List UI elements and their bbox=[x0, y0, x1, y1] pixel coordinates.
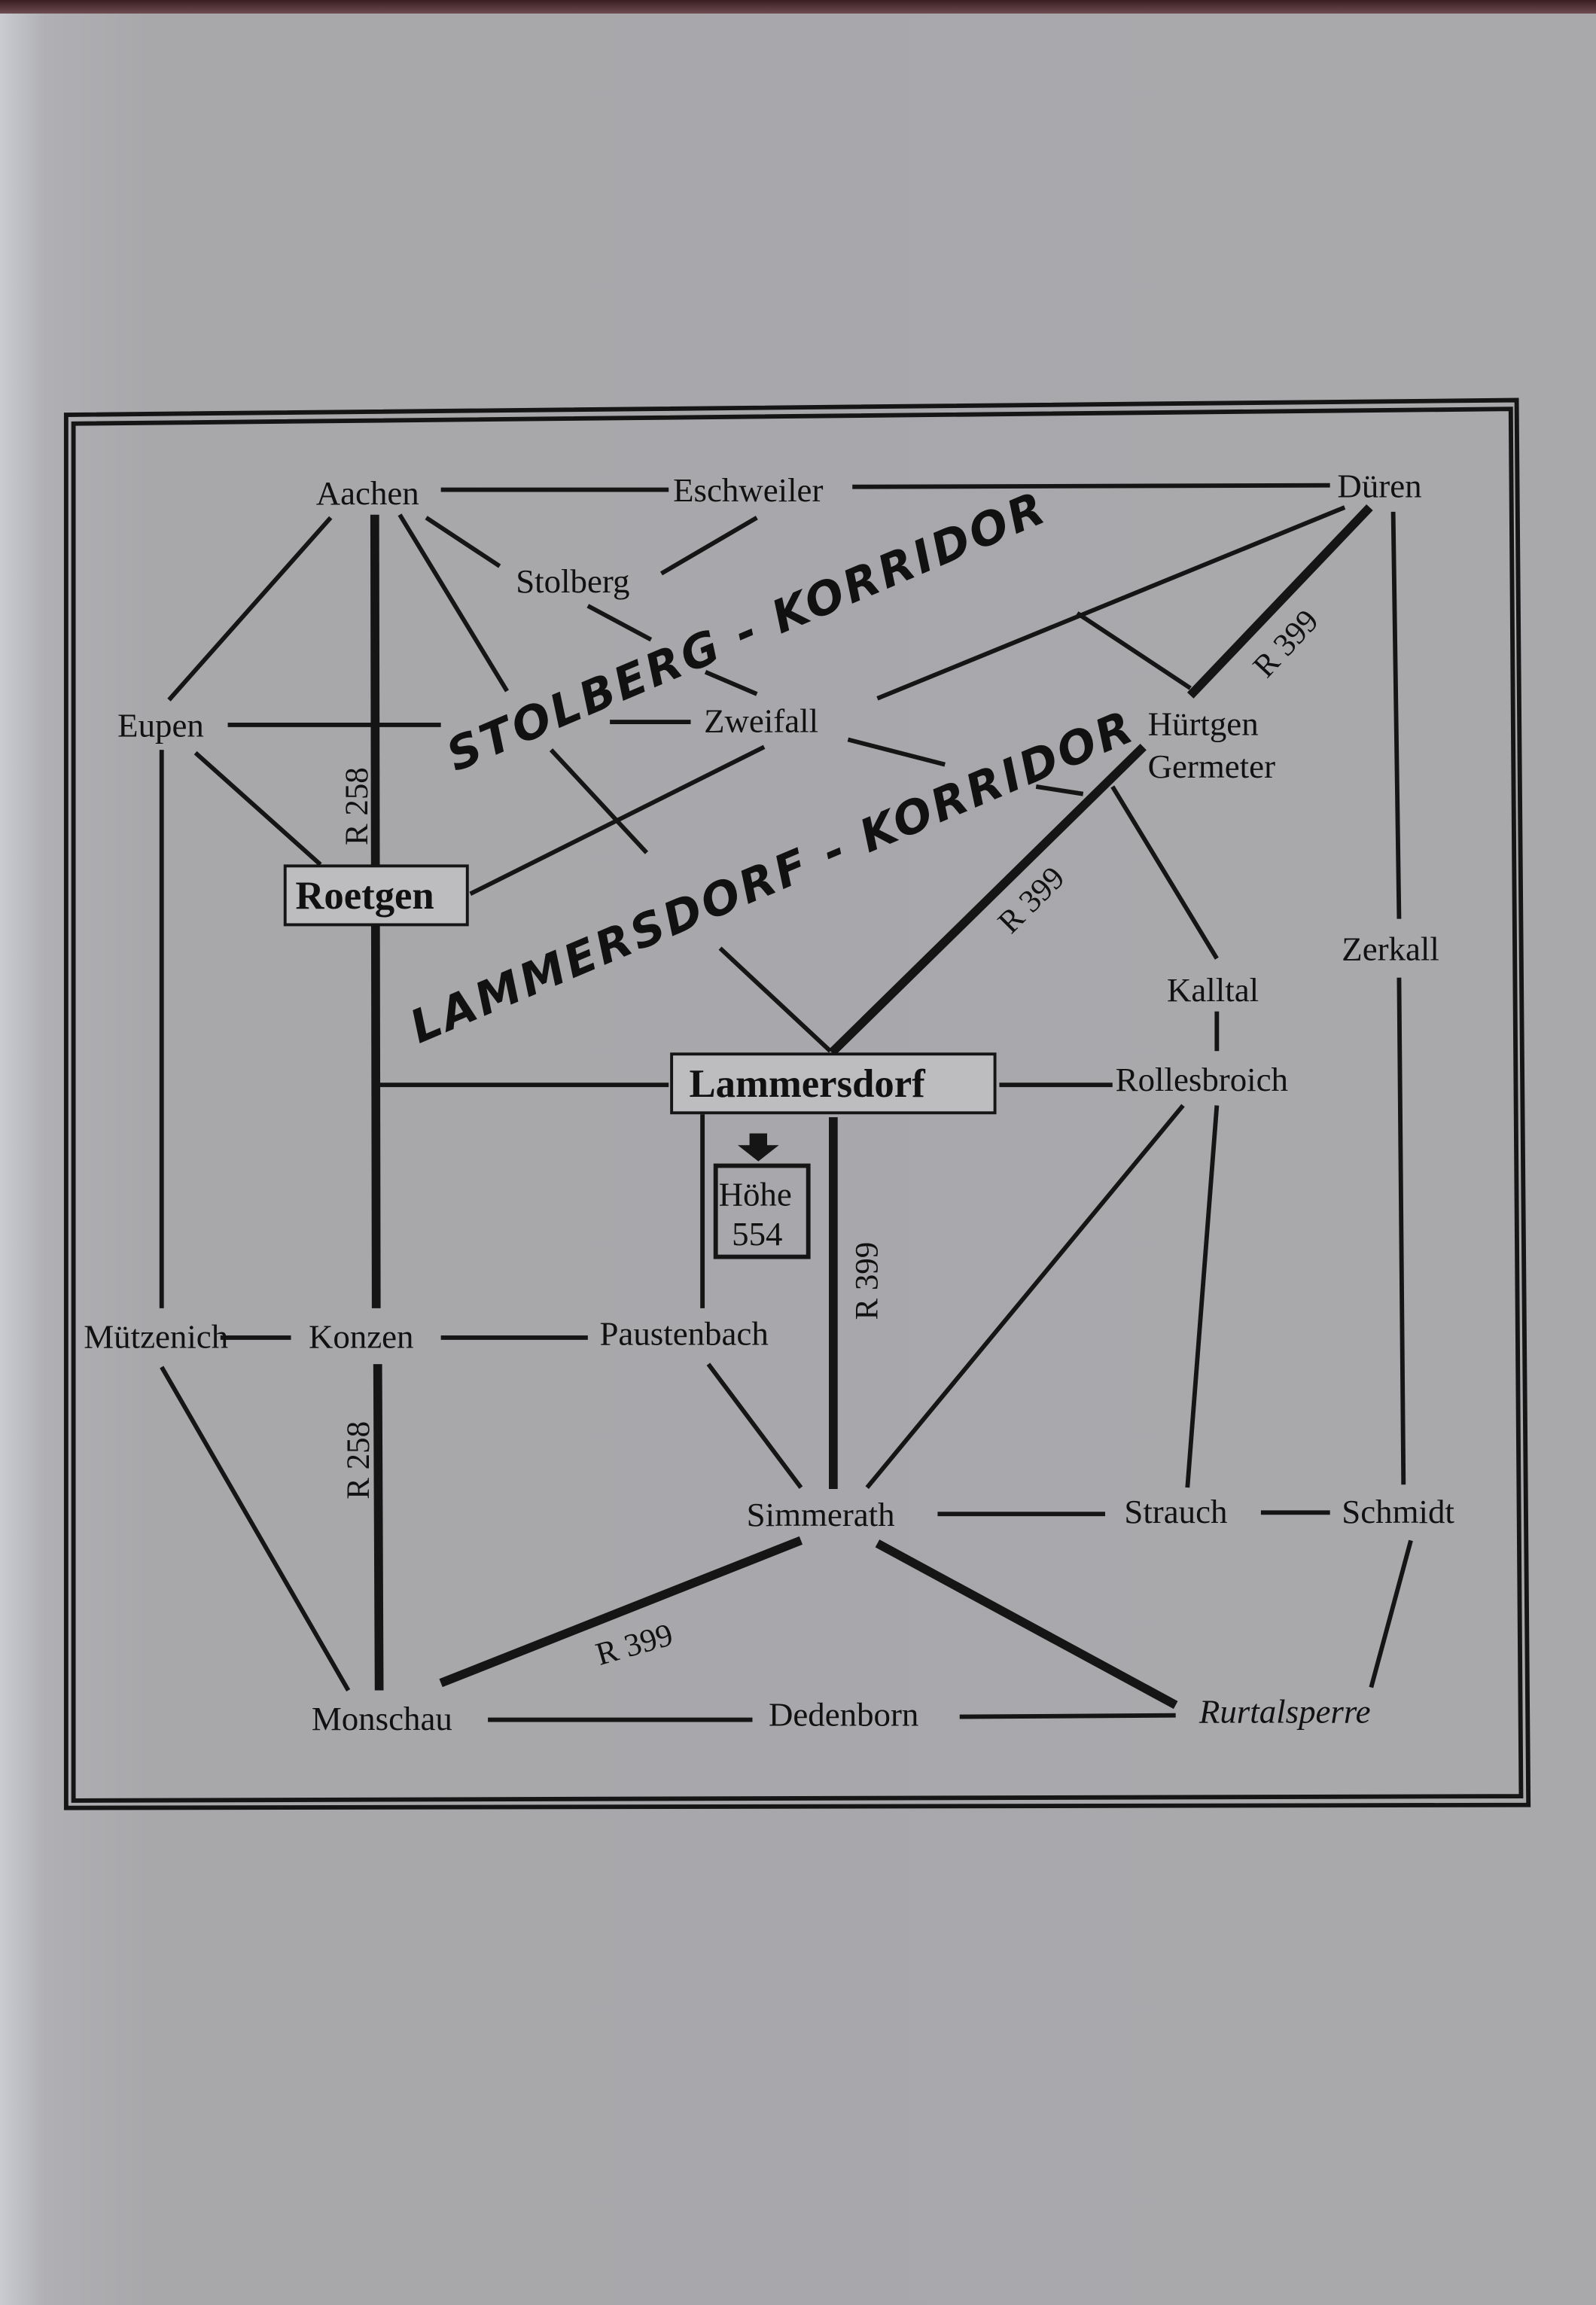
town-schmidt: Schmidt bbox=[1342, 1493, 1454, 1530]
town-kalltal: Kalltal bbox=[1167, 971, 1259, 1009]
road-label-r399-monschau: R 399 bbox=[592, 1617, 677, 1673]
town-eupen: Eupen bbox=[117, 707, 204, 744]
town-huertgen: Hürtgen bbox=[1148, 705, 1259, 743]
town-dedenborn: Dedenborn bbox=[769, 1695, 918, 1733]
town-lammersdorf: Lammersdorf bbox=[690, 1062, 927, 1106]
town-germeter: Germeter bbox=[1148, 748, 1275, 785]
town-rurtalsperre: Rurtalsperre bbox=[1199, 1692, 1371, 1730]
town-dueren: Düren bbox=[1337, 467, 1421, 504]
town-monschau: Monschau bbox=[312, 1700, 452, 1737]
town-stolberg: Stolberg bbox=[516, 562, 629, 600]
town-simmerath: Simmerath bbox=[747, 1496, 895, 1533]
hill-elevation: 554 bbox=[732, 1215, 782, 1253]
road-label-r399-south: R 399 bbox=[849, 1242, 885, 1320]
town-zweifall: Zweifall bbox=[704, 702, 818, 740]
road-label-r258-south: R 258 bbox=[341, 1421, 376, 1500]
town-aachen: Aachen bbox=[316, 474, 419, 512]
arrow-down-icon bbox=[737, 1133, 779, 1162]
town-eschweiler: Eschweiler bbox=[673, 471, 823, 509]
town-roetgen: Roetgen bbox=[295, 874, 434, 918]
main-roads bbox=[370, 504, 1373, 1710]
book-cover-edge bbox=[0, 0, 1596, 14]
lammersdorf-box: Lammersdorf bbox=[670, 1052, 997, 1115]
town-konzen: Konzen bbox=[309, 1318, 414, 1356]
map-frame bbox=[63, 397, 1531, 1810]
town-strauch: Strauch bbox=[1124, 1493, 1227, 1530]
town-zerkall: Zerkall bbox=[1342, 930, 1439, 967]
road-label-r399-dueren: R 399 bbox=[1247, 603, 1326, 684]
town-paustenbach: Paustenbach bbox=[599, 1315, 768, 1353]
road-label-r258-north: R 258 bbox=[340, 767, 375, 845]
town-rollesbroich: Rollesbroich bbox=[1116, 1061, 1288, 1098]
roetgen-box: Roetgen bbox=[283, 864, 469, 927]
thin-roads bbox=[159, 483, 1413, 1722]
hill-label: Höhe bbox=[719, 1175, 792, 1213]
town-muetzenich: Mützenich bbox=[84, 1318, 228, 1356]
road-label-r399-lammersdorf: R 399 bbox=[991, 860, 1072, 941]
hill-554-marker: Höhe 554 bbox=[713, 1133, 811, 1259]
